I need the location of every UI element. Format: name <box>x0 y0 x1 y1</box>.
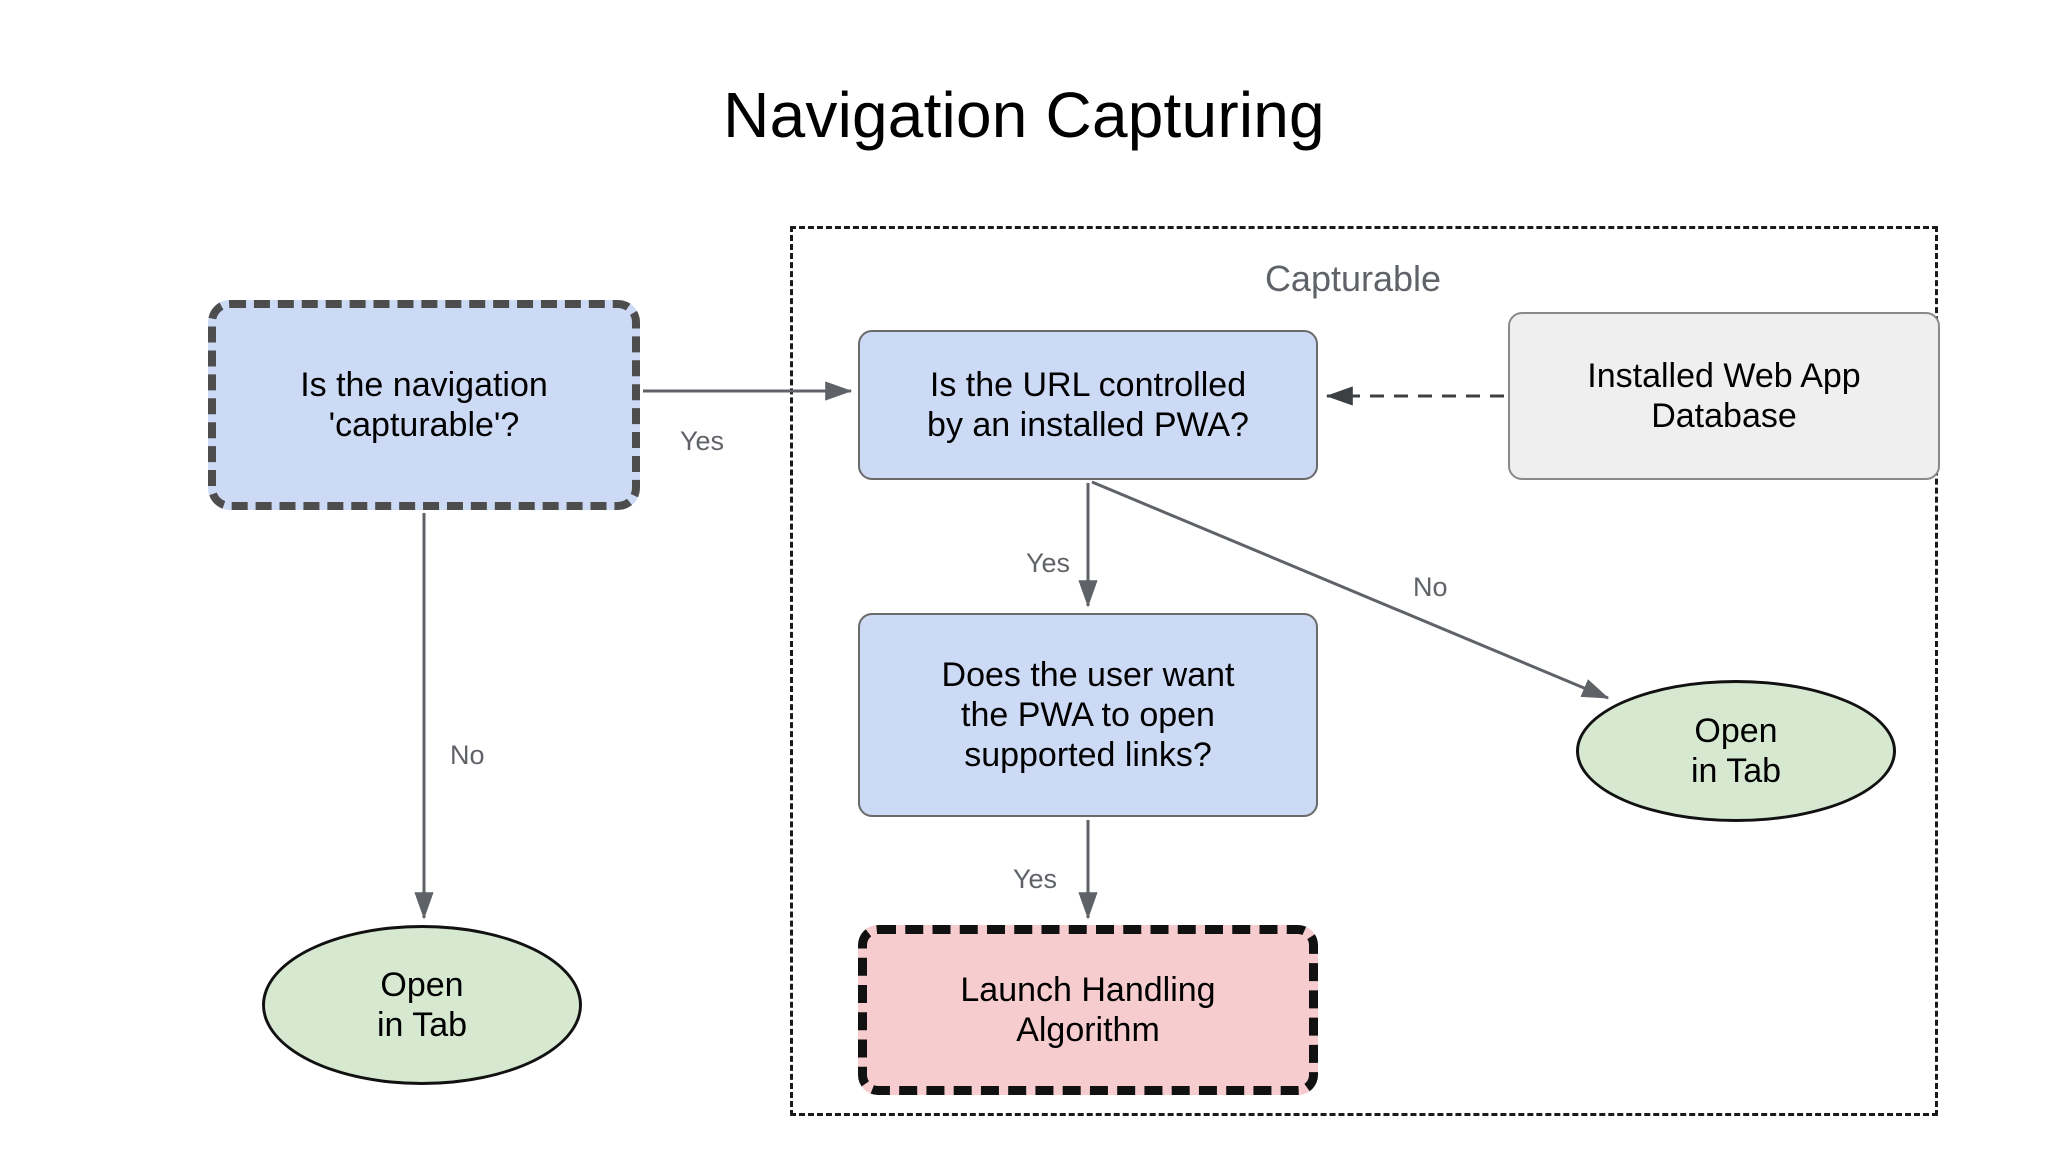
node-is-url-controlled-by-installed-pwa[interactable]: Is the URL controlled by an installed PW… <box>858 330 1318 480</box>
node-open-in-tab-left[interactable]: Open in Tab <box>262 925 582 1085</box>
edge-label-no-capturable: No <box>450 740 485 770</box>
node-does-user-want-pwa-open-supported-links[interactable]: Does the user want the PWA to open suppo… <box>858 613 1318 817</box>
capturable-group-label: Capturable <box>1264 258 1442 299</box>
edge-label-yes-capturable: Yes <box>680 426 725 456</box>
node-is-navigation-capturable[interactable]: Is the navigation 'capturable'? <box>208 300 640 510</box>
capturable-group-container <box>790 226 1938 1116</box>
node-launch-handling-algorithm[interactable]: Launch Handling Algorithm <box>858 925 1318 1095</box>
node-open-in-tab-right[interactable]: Open in Tab <box>1576 680 1896 822</box>
node-installed-web-app-database[interactable]: Installed Web App Database <box>1508 312 1940 480</box>
edge-label-yes-url-controlled: Yes <box>1026 548 1071 578</box>
edge-label-yes-user-want: Yes <box>1013 864 1058 894</box>
page-title: Navigation Capturing <box>723 79 1325 151</box>
edge-label-no-url-controlled: No <box>1413 572 1448 602</box>
